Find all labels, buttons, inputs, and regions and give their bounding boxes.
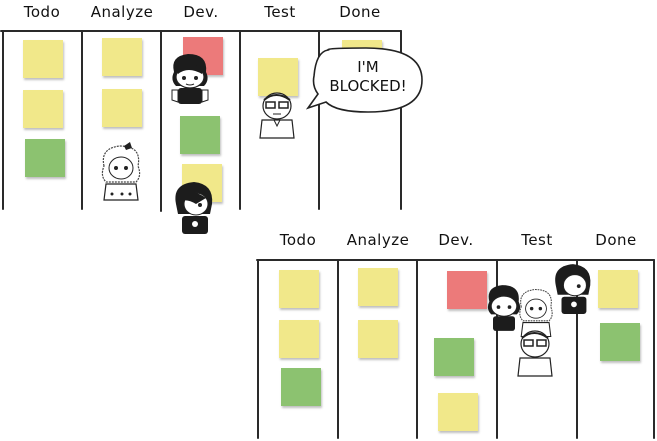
person-glasses-icon — [517, 330, 553, 377]
person-emo-hair-icon — [555, 264, 591, 314]
column-divider — [239, 30, 241, 210]
sticky-note-yellow — [279, 270, 319, 308]
column-header-analyze: Analyze — [346, 231, 410, 249]
person-curly-hair-icon — [519, 288, 553, 337]
board-bottom-rule — [256, 259, 655, 261]
column-header-dev: Dev. — [438, 231, 474, 249]
kanban-board-top: Todo Analyze Dev. Test Done — [0, 0, 410, 215]
sticky-note-yellow — [102, 89, 142, 127]
speech-bubble-text: I'M BLOCKED! — [326, 58, 410, 96]
column-divider — [160, 30, 162, 212]
column-divider — [416, 259, 418, 439]
column-divider — [257, 259, 259, 439]
sticky-note-yellow — [258, 58, 298, 96]
column-divider — [496, 259, 498, 439]
column-divider — [318, 30, 320, 210]
sticky-note-green — [434, 338, 474, 376]
sticky-note-yellow — [102, 38, 142, 76]
speech-bubble-icon — [306, 47, 423, 113]
person-curly-hair-icon — [101, 142, 141, 201]
column-header-todo: Todo — [279, 231, 317, 249]
sticky-note-green — [180, 116, 220, 154]
sticky-note-yellow — [342, 40, 382, 50]
column-header-dev: Dev. — [183, 3, 219, 21]
column-header-test: Test — [521, 231, 553, 249]
sticky-note-yellow — [358, 320, 398, 358]
sticky-note-green — [281, 368, 321, 406]
column-header-analyze: Analyze — [90, 3, 154, 21]
sticky-note-green — [600, 323, 640, 361]
person-emo-hair-icon — [175, 182, 213, 234]
column-header-todo: Todo — [23, 3, 61, 21]
sticky-note-red — [447, 271, 487, 309]
person-glasses-icon — [259, 92, 295, 139]
speech-line-2: BLOCKED! — [329, 77, 407, 95]
board-top-rule — [0, 30, 402, 32]
column-divider — [653, 259, 655, 439]
column-divider — [2, 30, 4, 210]
sticky-note-yellow — [358, 268, 398, 306]
column-header-done: Done — [595, 231, 637, 249]
column-divider — [337, 259, 339, 439]
sticky-note-yellow — [23, 40, 63, 78]
column-divider — [576, 259, 578, 439]
sticky-note-yellow — [438, 393, 478, 431]
column-header-done: Done — [339, 3, 381, 21]
person-dark-hair-icon — [487, 285, 521, 331]
column-divider — [81, 30, 83, 210]
speech-line-1: I'M — [357, 58, 379, 76]
sticky-note-yellow — [23, 90, 63, 128]
sticky-note-yellow — [598, 270, 638, 308]
column-divider — [400, 30, 402, 210]
person-dark-hair-icon — [171, 54, 209, 104]
sticky-note-green — [25, 139, 65, 177]
sticky-note-yellow — [279, 320, 319, 358]
column-header-test: Test — [264, 3, 296, 21]
